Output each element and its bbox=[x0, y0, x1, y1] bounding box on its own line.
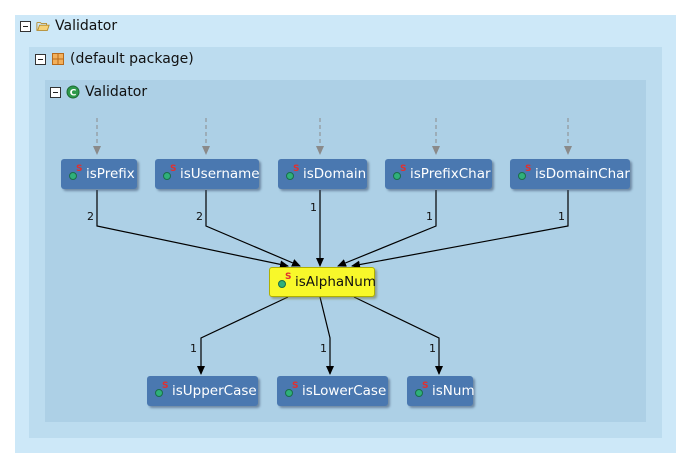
package-title: (default package) bbox=[70, 51, 194, 67]
method-label: isUpperCase bbox=[172, 383, 257, 399]
edge-label: 1 bbox=[320, 342, 327, 355]
method-node-isPrefix[interactable]: S isPrefix bbox=[61, 159, 137, 189]
static-method-icon: S bbox=[517, 164, 532, 181]
static-method-icon: S bbox=[414, 381, 429, 398]
method-node-isUsername[interactable]: S isUsername bbox=[155, 159, 260, 189]
folder-open-icon bbox=[36, 22, 50, 31]
edge-isAlphaNum-isUpperCase bbox=[197, 296, 289, 375]
static-method-icon: S bbox=[154, 381, 169, 398]
edge-label: 2 bbox=[196, 210, 203, 223]
class-header: C Validator bbox=[50, 84, 147, 100]
edge-isPrefixChar-isAlphaNum bbox=[337, 190, 437, 267]
class-icon: C bbox=[66, 85, 80, 99]
edge-label: 1 bbox=[558, 210, 565, 223]
project-header: Validator bbox=[20, 18, 117, 34]
method-label: isUsername bbox=[180, 166, 260, 182]
package-icon bbox=[52, 53, 64, 65]
static-method-icon: S bbox=[277, 272, 292, 289]
collapse-class-button[interactable] bbox=[50, 86, 61, 98]
method-label: isNum bbox=[432, 383, 475, 399]
method-node-isAlphaNum[interactable]: S isAlphaNum bbox=[269, 267, 376, 297]
edge-label: 2 bbox=[87, 210, 94, 223]
method-label: isAlphaNum bbox=[295, 274, 376, 290]
edge-label: 1 bbox=[426, 210, 433, 223]
method-node-isDomain[interactable]: S isDomain bbox=[278, 159, 367, 189]
svg-text:C: C bbox=[70, 89, 77, 99]
edge-isPrefix-isAlphaNum bbox=[96, 190, 289, 269]
static-method-icon: S bbox=[284, 381, 299, 398]
project-title: Validator bbox=[55, 18, 118, 34]
edge-label: 1 bbox=[429, 342, 436, 355]
method-label: isPrefixChar bbox=[410, 166, 491, 182]
edge-label: 1 bbox=[190, 342, 197, 355]
method-node-isUpperCase[interactable]: S isUpperCase bbox=[147, 376, 258, 406]
method-node-isLowerCase[interactable]: S isLowerCase bbox=[277, 376, 388, 406]
method-label: isDomainChar bbox=[535, 166, 630, 182]
class-frame bbox=[45, 80, 646, 422]
edge-isUsername-isAlphaNum bbox=[205, 190, 301, 267]
method-label: isLowerCase bbox=[302, 383, 387, 399]
static-method-icon: S bbox=[392, 164, 407, 181]
method-node-isDomainChar[interactable]: S isDomainChar bbox=[510, 159, 630, 189]
edge-isAlphaNum-isNum bbox=[353, 296, 443, 375]
static-method-icon: S bbox=[162, 164, 177, 181]
class-title: Validator bbox=[85, 84, 148, 100]
static-method-icon: S bbox=[68, 164, 83, 181]
collapse-project-button[interactable] bbox=[20, 20, 31, 32]
method-label: isDomain bbox=[303, 166, 367, 182]
package-header: (default package) bbox=[35, 51, 194, 67]
collapse-package-button[interactable] bbox=[35, 53, 46, 65]
edge-label: 1 bbox=[310, 201, 317, 214]
edge-isAlphaNum-isLowerCase bbox=[319, 296, 334, 375]
static-method-icon: S bbox=[285, 164, 300, 181]
method-node-isPrefixChar[interactable]: S isPrefixChar bbox=[385, 159, 492, 189]
method-label: isPrefix bbox=[86, 166, 135, 182]
edge-isDomainChar-isAlphaNum bbox=[351, 190, 569, 269]
method-node-isNum[interactable]: S isNum bbox=[407, 376, 475, 406]
